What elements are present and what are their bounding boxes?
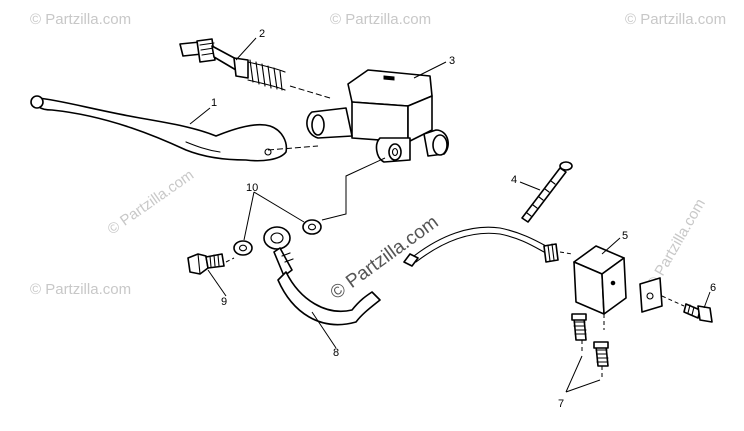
cable-tie bbox=[521, 161, 573, 223]
brake-lever bbox=[30, 95, 288, 162]
callout-8: 8 bbox=[333, 347, 339, 359]
master-cylinder bbox=[306, 69, 449, 163]
brake-switch bbox=[573, 245, 663, 315]
master-cylinder-piston bbox=[179, 38, 286, 91]
banjo-bolt-path bbox=[321, 157, 386, 221]
callout-4: 4 bbox=[511, 174, 517, 186]
alignment-line-lever bbox=[267, 145, 319, 151]
watermark-center: © Partzilla.com bbox=[327, 212, 443, 304]
alignment-line-bolt bbox=[225, 257, 235, 263]
callout-7: 7 bbox=[558, 398, 564, 410]
callout-9: 9 bbox=[221, 296, 227, 308]
callout-5: 5 bbox=[622, 230, 628, 242]
callout-10: 10 bbox=[246, 182, 258, 194]
watermark-diagonal-left: © Partzilla.com bbox=[105, 166, 198, 238]
alignment-line-piston bbox=[289, 85, 331, 99]
alignment-line-line bbox=[559, 251, 573, 255]
watermark-top-left: © Partzilla.com bbox=[30, 11, 131, 28]
bleeder-studs bbox=[571, 313, 609, 367]
callout-6: 6 bbox=[710, 282, 716, 294]
callout-1: 1 bbox=[211, 97, 217, 109]
crush-washers bbox=[233, 219, 322, 256]
brake-hose bbox=[263, 226, 381, 326]
banjo-bolt bbox=[187, 253, 225, 275]
watermark-top-right: © Partzilla.com bbox=[625, 11, 726, 28]
watermark-top-center: © Partzilla.com bbox=[330, 11, 431, 28]
watermark-left: © Partzilla.com bbox=[30, 281, 131, 298]
callout-3: 3 bbox=[449, 55, 455, 67]
callout-2: 2 bbox=[259, 28, 265, 40]
watermark-right: © Partzilla.com bbox=[644, 196, 709, 292]
callout-leaders bbox=[189, 37, 711, 393]
switch-screw bbox=[683, 303, 713, 323]
alignment-line-screw bbox=[661, 295, 685, 307]
brake-line bbox=[403, 226, 559, 267]
